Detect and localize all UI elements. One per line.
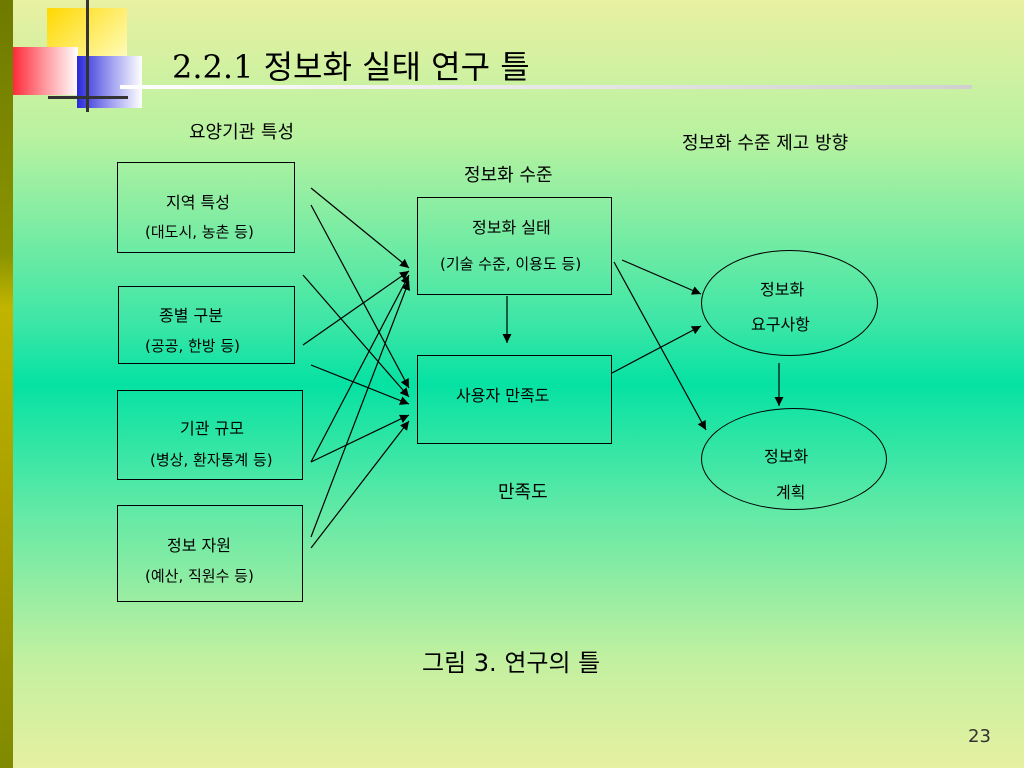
box-detail: (병상, 환자통계 등): [150, 451, 273, 469]
figure-caption: 그림 3. 연구의 틀: [422, 649, 601, 677]
arrow-size-to-satisfaction: [310, 414, 410, 463]
ellipse-line1: 정보화: [760, 280, 805, 299]
arrow-type-to-satisfaction: [302, 274, 410, 398]
box-title: 종별 구분: [159, 306, 223, 325]
label-institution-characteristics: 요양기관 특성: [189, 122, 295, 143]
box-information-status: 정보화 실태 (기술 수준, 이용도 등): [417, 197, 612, 295]
decorative-vertical-line: [86, 0, 89, 112]
ellipse-information-requirements: 정보화 요구사항: [701, 250, 878, 356]
box-title: 정보화 실태: [472, 218, 551, 237]
box-detail: (공공, 한방 등): [145, 337, 241, 355]
ellipse-information-plan: 정보화 계획: [701, 408, 887, 510]
box-detail: (대도시, 농촌 등): [145, 223, 254, 241]
arrow-resources-to-status: [310, 280, 410, 538]
arrow-status-to-requirements: [621, 259, 702, 295]
box-title: 정보 자원: [167, 536, 231, 555]
box-region-characteristics: 지역 특성 (대도시, 농촌 등): [117, 162, 295, 253]
arrow-type-to-status: [302, 270, 410, 346]
decorative-red-square: [13, 47, 78, 95]
box-information-resources: 정보 자원 (예산, 직원수 등): [117, 505, 303, 602]
arrow-region-to-satisfaction: [310, 204, 410, 389]
arrow-status-to-plan: [613, 261, 707, 431]
box-title: 사용자 만족도: [456, 386, 550, 405]
arrow-size-to-status: [310, 364, 410, 405]
left-accent-bar: [0, 0, 13, 768]
box-institution-size: 기관 규모 (병상, 환자통계 등): [117, 390, 303, 480]
ellipse-line2: 요구사항: [751, 315, 810, 334]
label-improvement-direction: 정보화 수준 제고 방향: [682, 133, 849, 154]
box-type-classification: 종별 구분 (공공, 한방 등): [118, 286, 295, 364]
arrow-satisfaction-to-requirements: [611, 325, 702, 374]
box-title: 지역 특성: [166, 193, 230, 212]
slide-title: 2.2.1 정보화 실태 연구 틀: [172, 48, 530, 86]
box-detail: (기술 수준, 이용도 등): [440, 255, 582, 273]
box-detail: (예산, 직원수 등): [145, 567, 254, 585]
label-satisfaction: 만족도: [498, 482, 548, 503]
arrow-resources-to-satisfaction: [310, 420, 410, 549]
title-underline: [120, 85, 972, 89]
arrow-region-to-status: [310, 187, 410, 269]
page-number: 23: [968, 726, 991, 747]
box-title: 기관 규모: [180, 419, 244, 438]
box-user-satisfaction: 사용자 만족도: [417, 355, 612, 444]
ellipse-line2: 계획: [776, 483, 806, 502]
label-information-level: 정보화 수준: [464, 165, 553, 186]
arrow-size-to-status-2: [310, 274, 410, 463]
ellipse-line1: 정보화: [764, 447, 809, 466]
decorative-horizontal-line: [48, 96, 128, 99]
